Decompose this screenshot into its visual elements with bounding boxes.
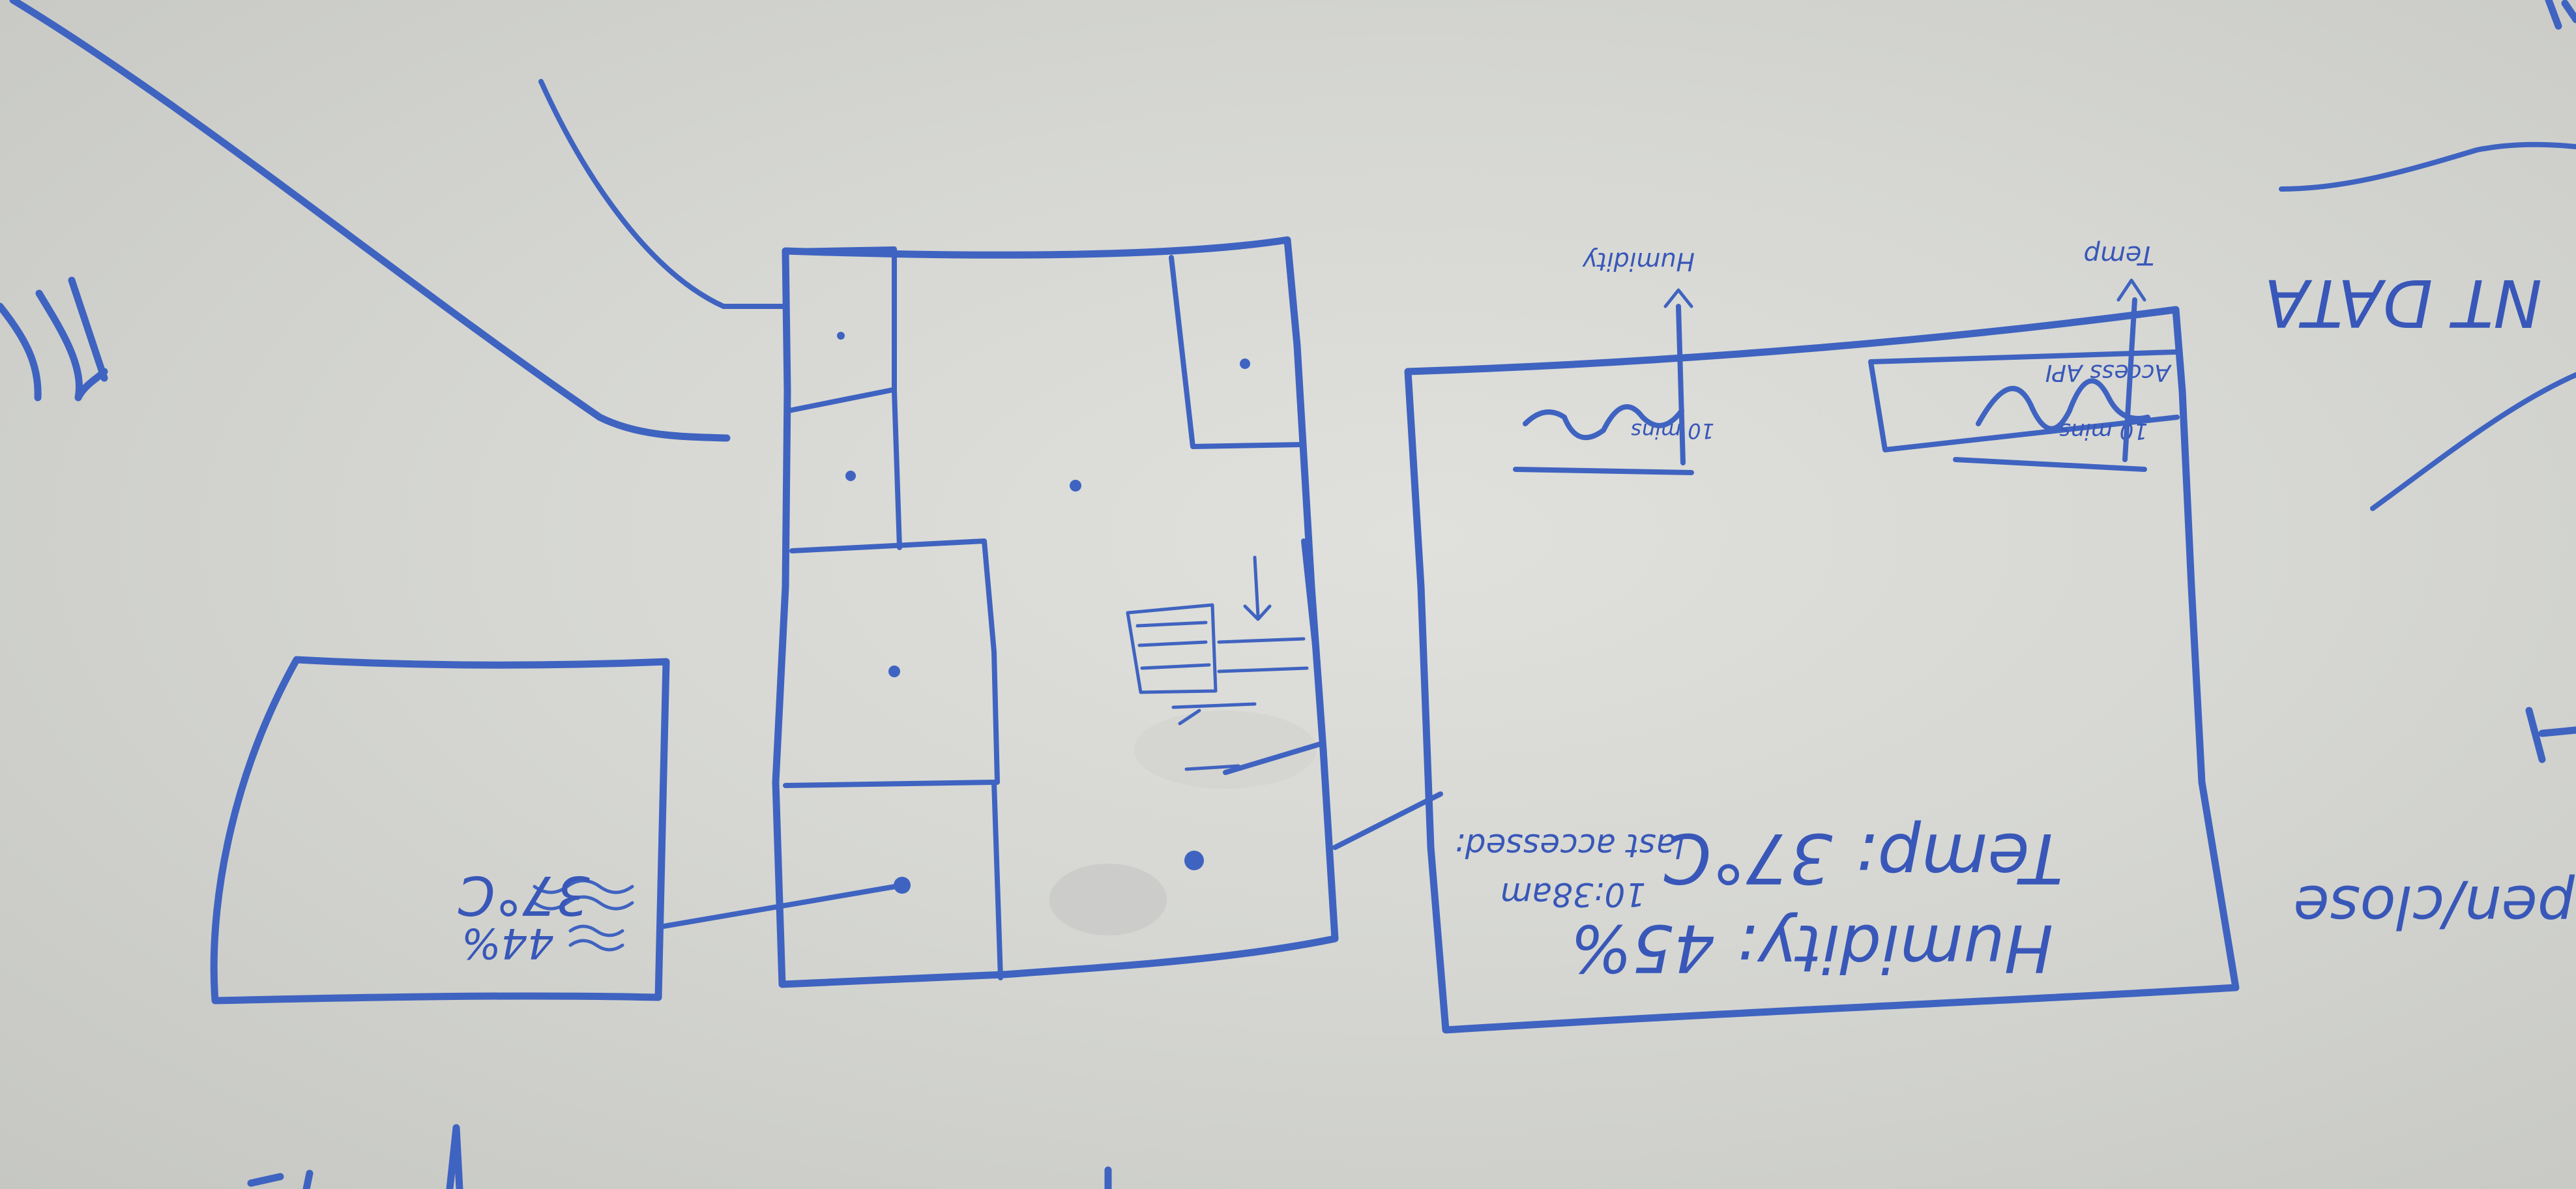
humidity-graph-line <box>1523 404 1684 441</box>
temp-graph-line <box>1976 378 2150 432</box>
access-api-box <box>1868 349 2180 452</box>
humidity-graph-label: Humidity <box>1582 247 1695 276</box>
connector-line <box>2279 141 2576 192</box>
section-marker <box>845 471 856 481</box>
arrow-sketch <box>1663 288 1693 308</box>
eraser-smudge <box>1049 864 1167 935</box>
connector-line <box>538 79 785 309</box>
partial-letters <box>0 276 108 402</box>
detail-panel-sketch <box>1404 306 2240 1034</box>
section-marker <box>888 666 900 677</box>
small-card-temp: 37°C <box>458 864 590 926</box>
axis-units-left: 10 mins <box>2059 418 2148 444</box>
detail-humidity: Humidity: 45% <box>1570 910 2053 986</box>
connector-line <box>9 0 731 442</box>
partial-letters <box>2525 707 2576 763</box>
small-card-text: 37°C 44% <box>458 864 634 967</box>
list-sketch <box>1126 603 1218 694</box>
arrow-sketch <box>2116 278 2146 302</box>
right-edge-text: pen/close <box>2293 872 2575 941</box>
access-api-label: Access API <box>2045 359 2172 386</box>
wireframe-divider <box>786 246 902 550</box>
partial-open-close: pen/close <box>2293 872 2575 941</box>
squiggle-text <box>568 924 624 952</box>
partial-letters <box>2545 0 2576 30</box>
last-accessed-label: last accessed: <box>1454 827 1685 864</box>
connector-line <box>657 883 905 930</box>
connector-line <box>1332 791 1443 850</box>
wireframe-divider <box>1223 538 1326 775</box>
eraser-smudge <box>1134 711 1317 789</box>
section-marker <box>837 332 845 340</box>
section-marker <box>1240 359 1250 369</box>
wireframe-divider <box>783 780 1003 980</box>
temp-graph-label: Temp <box>2084 240 2154 270</box>
temp-graph-axes <box>1953 297 2147 472</box>
partial-letters <box>247 1124 1112 1189</box>
section-marker <box>1070 480 1081 492</box>
list-sketch-lines <box>1135 621 1309 771</box>
last-accessed-time: 10:38am <box>1500 875 1646 913</box>
humidity-graph-axes <box>1513 304 1694 475</box>
detail-panel-text: Access API 10 mins 10 mins Temp Humidity… <box>1454 240 2172 986</box>
small-card-sketch <box>210 656 670 1005</box>
right-edge-text: NT DATA <box>2264 265 2542 341</box>
small-card-humidity: 44% <box>461 918 554 967</box>
partial-heading: NT DATA <box>2264 265 2542 341</box>
arrow-sketch <box>1243 555 1272 621</box>
section-marker <box>1184 851 1204 870</box>
wireframe-divider <box>789 538 1000 785</box>
wireframe-divider <box>1169 255 1305 449</box>
connector-line <box>2370 372 2576 511</box>
detail-temp: Temp: 37°C <box>1663 818 2063 898</box>
wireframe-divider <box>786 387 896 413</box>
wireframe-frame <box>772 236 1339 988</box>
squiggle-text <box>533 879 634 911</box>
